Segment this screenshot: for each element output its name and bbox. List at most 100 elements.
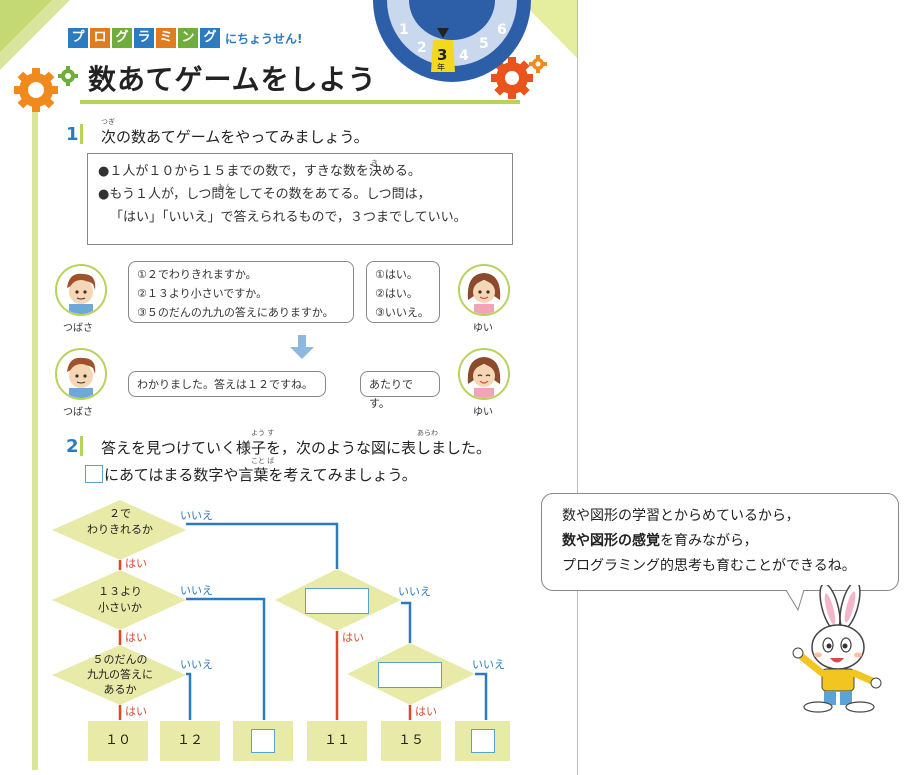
result-12: １２ [160,721,220,761]
rabbit-mascot-icon [792,585,882,713]
banner-char: ミ [156,28,176,48]
yui-reply-bubble: あたりです。 [360,371,440,410]
answer-blank-decision-5[interactable] [378,662,442,688]
note-bubble-tail [786,590,805,612]
grade-4: 4 [459,48,469,64]
gear-icon [491,55,547,99]
decision-line: １３より [98,585,142,598]
no-label: いいえ [180,584,213,597]
grade-1: 1 [399,22,409,38]
ruby: き [371,159,378,167]
banner-char: ロ [90,28,110,48]
title-underline [80,100,520,104]
banner-char: グ [200,28,220,48]
gear-icon [14,66,78,112]
ruby: もん [218,183,232,191]
grade-current: 3 [437,46,447,64]
result-15: １５ [381,721,441,761]
grade-dial: 1 2 4 5 6 3 年 [373,0,531,82]
banner-char: グ [112,28,132,48]
ruby: よう す [251,429,275,437]
decision-diamond-3 [52,645,186,705]
answer-blank-decision-4[interactable] [305,588,369,614]
ruby: こと ば [251,457,275,465]
avatar-tsubasa [55,264,107,316]
decision-1-text: ２で わりきれるか [66,506,174,538]
banner-char: ン [178,28,198,48]
note-line-1: 数や図形の学習とからめているから， [562,508,800,524]
grade-6: 6 [497,22,507,38]
no-label: いいえ [398,585,431,598]
no-label: いいえ [180,658,213,671]
grade-2: 2 [417,40,427,56]
yes-label: はい [342,631,364,644]
section-1-prompt: 次の数あてゲームをやってみましょう。 [101,128,369,146]
yui-answer-bubble: ①はい。 ②はい。 ③いいえ。 [366,261,440,323]
decision-3-text: ５のだんの 九九の答えに あるか [66,652,174,697]
arrow-down-icon [290,335,314,359]
result-10: １０ [88,721,148,761]
decision-line: あるか [103,683,137,696]
conclusion-text: わかりました。答えは１２ですね。 [137,378,313,391]
result-blank [455,721,510,761]
question-line: ③５のだんの九九の答えにありますか。 [137,306,334,319]
reply-text: あたりです。 [369,378,413,410]
teacher-note-bubble: 数や図形の学習とからめているから， 数や図形の感覚を育みながら， プログラミング… [541,493,899,591]
grade-suffix: 年 [437,62,445,72]
game-rules-box: ●１人が１０から１５までの数で，すきな数を決める。 ●もう１人が，しつ問をしてそ… [87,153,513,245]
section-marker [80,124,83,144]
note-line-2-rest: を育みながら， [660,533,758,549]
yes-label: はい [415,705,437,718]
section-2-prompt-line1: 答えを見つけていく様子を，次のような図に表しました。 [101,439,492,457]
banner-challenge: にちょうせん! [225,31,303,46]
rule-line: ●１人が１０から１５までの数で，すきな数を決める。 [98,164,421,179]
grade-5: 5 [479,36,489,52]
name-tsubasa: つばさ [63,407,93,418]
section-2-number: 2 [66,436,79,457]
blank-box-icon [85,465,103,483]
avatar-tsubasa [55,348,107,400]
note-line-2: 数や図形の感覚を育みながら， [562,529,898,554]
answer-blank-result[interactable] [471,729,495,753]
ruby: つぎ [101,118,115,126]
name-tsubasa: つばさ [63,323,93,334]
yes-label: はい [125,705,147,718]
answer-line: ②はい。 [375,287,418,300]
tsubasa-question-bubble: ①２でわりきれますか。 ②１３より小さいですか。 ③５のだんの九九の答えにありま… [128,261,354,323]
page-border-decoration [0,0,577,770]
answer-line: ③いいえ。 [375,306,429,319]
rule-line: 「はい」「いいえ」で答えられるもので，３つまでしていい。 [110,210,467,225]
banner-char: ラ [134,28,154,48]
decision-line: わりきれるか [87,523,153,536]
note-emphasis: 数や図形の感覚 [562,533,660,549]
yes-label: はい [125,631,147,644]
note-line-3: プログラミング的思考も育むことができるね。 [562,558,856,574]
decision-line: ５のだんの [92,653,148,666]
avatar-yui [458,348,510,400]
answer-blank-result[interactable] [251,729,275,753]
decision-2-text: １３より 小さいか [66,584,174,616]
yes-label: はい [125,557,147,570]
name-yui: ゆい [473,323,493,334]
question-line: ②１３より小さいですか。 [137,287,268,300]
tsubasa-conclusion-bubble: わかりました。答えは１２ですね。 [128,371,326,397]
decision-line: ２で [109,507,131,520]
ruby: あらわ [417,429,438,437]
result-blank [233,721,293,761]
textbook-page: 1 2 4 5 6 3 年 プ ロ グ ラ ミ ン グ にちょうせん! 数あてゲ… [0,0,578,775]
name-yui: ゆい [473,407,493,418]
decision-diamond-1 [52,500,186,560]
result-11: １１ [307,721,367,761]
decision-diamond-2 [52,570,186,630]
section-marker [80,436,83,456]
decision-line: 小さいか [98,601,142,614]
avatar-yui [458,264,510,316]
no-label: いいえ [472,658,505,671]
banner-char: プ [68,28,88,48]
section-1-number: 1 [66,124,79,145]
no-label: いいえ [180,509,213,522]
section-2-prompt-line2: にあてはまる数字や言葉を考えてみましょう。 [104,466,417,484]
question-line: ①２でわりきれますか。 [137,268,257,281]
rule-line: ●もう１人が，しつ問をしてその数をあてる。しつ問は， [98,187,431,202]
page-title: 数あてゲームをしよう [88,63,377,96]
